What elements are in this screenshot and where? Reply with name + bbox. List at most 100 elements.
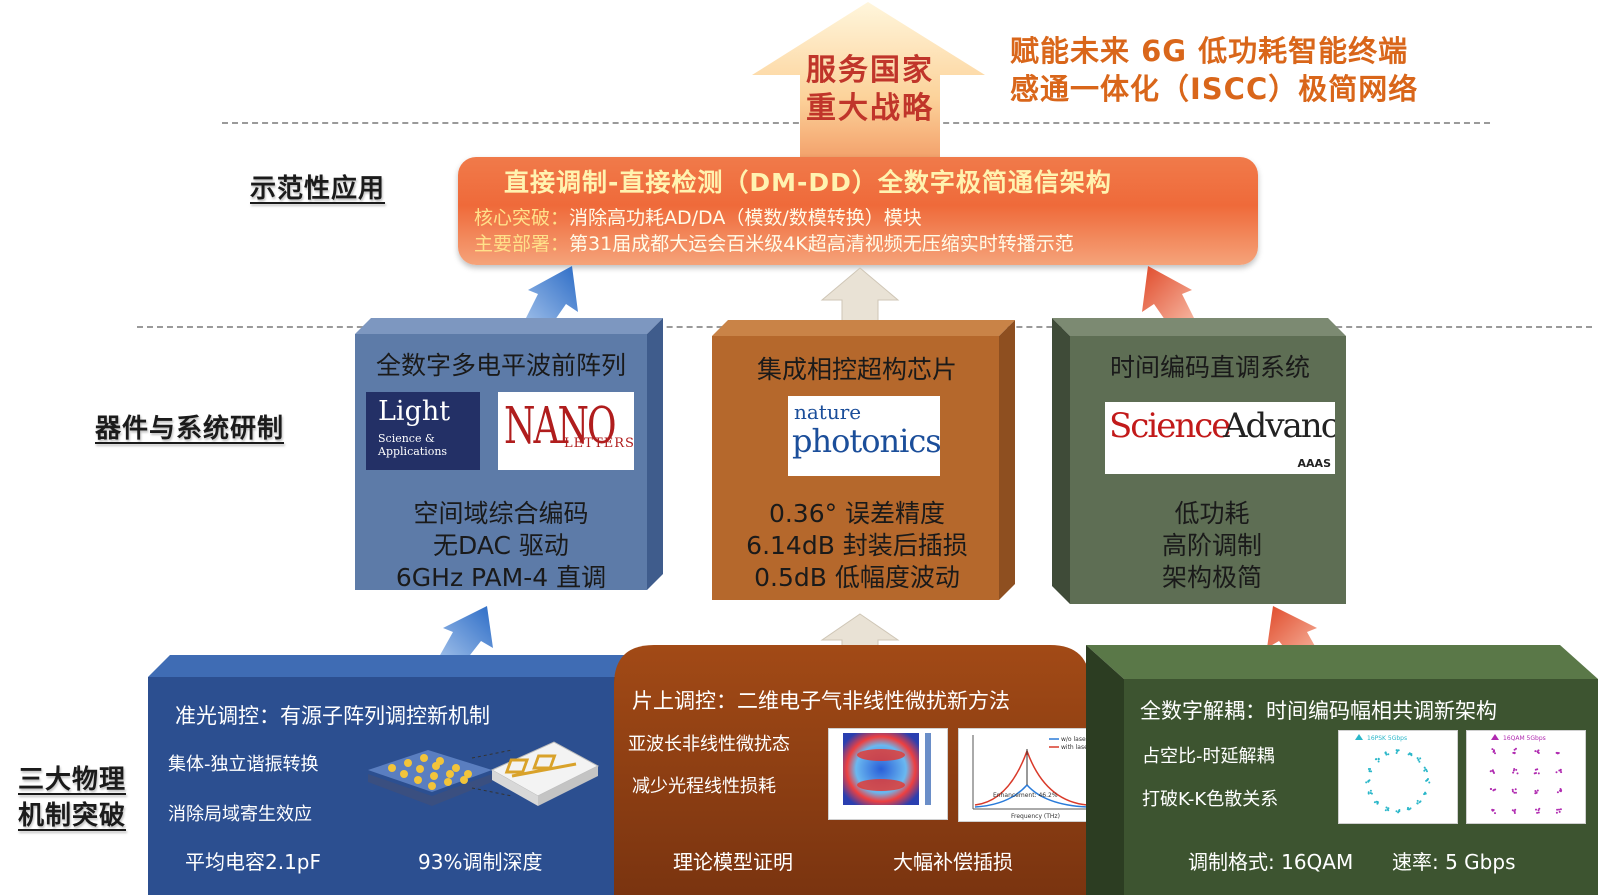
mechanism-1-title: 准光调控：有源子阵列调控新机制 [175, 700, 490, 730]
layer-label-physics-line-1: 三大物理 [18, 762, 126, 798]
constellation-point [1535, 769, 1537, 771]
constellation-point [1494, 812, 1496, 814]
device-3-title: 时间编码直调系统 [1076, 348, 1344, 384]
device-1-features: 空间域综合编码 无DAC 驱动 6GHz PAM-4 直调 [362, 498, 640, 594]
constellation-point [1417, 757, 1419, 759]
device-3-feature-1: 低功耗 [1078, 498, 1346, 530]
constellation-point [1534, 792, 1536, 794]
deploy-key: 主要部署： [474, 233, 569, 255]
constellation-point [1385, 809, 1387, 811]
constellation-point [1560, 771, 1562, 773]
constellation-16qam: 16QAM 5Gbps [1466, 730, 1586, 824]
mechanism-2-bottom-2: 大幅补偿插损 [893, 846, 1013, 875]
constellation-point [1418, 759, 1420, 761]
constellation-point [1490, 788, 1492, 790]
constellation-point [1557, 791, 1559, 793]
constellation-point [1424, 767, 1426, 769]
logo-science-text: Science [1109, 406, 1229, 446]
constellation-point [1536, 812, 1538, 814]
constellation-16psk-title: 16PSK 5Gbps [1367, 735, 1407, 742]
mechanism-1-item-2: 消除局域寄生效应 [168, 800, 312, 826]
constellation-point [1560, 808, 1562, 810]
constellation-point [1556, 809, 1558, 811]
constellation-point [1556, 771, 1558, 773]
layer-label-device: 器件与系统研制 [95, 408, 284, 445]
constellation-point [1538, 812, 1540, 814]
logo-light-sub1: Science & [378, 432, 435, 445]
device-1-feature-1: 空间域综合编码 [362, 498, 640, 530]
device-2-title: 集成相控超构芯片 [718, 350, 996, 386]
arrow-text-line-1: 服务国家 [775, 52, 965, 90]
constellation-point [1370, 792, 1372, 794]
application-title: 直接调制-直接检测（DM-DD）全数字极简通信架构 [504, 163, 1112, 199]
goal-line-2: 感通一体化（ISCC）极简网络 [1010, 70, 1418, 108]
constellation-16qam-svg: 16QAM 5Gbps [1467, 731, 1585, 823]
constellation-point [1538, 772, 1540, 774]
constellation-point [1417, 800, 1419, 802]
field-map-svg [829, 729, 947, 819]
device-1-feature-2: 无DAC 驱动 [362, 530, 640, 562]
layer-label-physics-line-2: 机制突破 [18, 798, 126, 834]
mechanism-1-bottom-1: 平均电容2.1pF [185, 846, 321, 875]
mechanism-3-bottom-2: 速率: 5 Gbps [1392, 846, 1516, 875]
device-3-features: 低功耗 高阶调制 架构极简 [1078, 498, 1346, 594]
constellation-point [1408, 808, 1410, 810]
layer-label-physics: 三大物理 机制突破 [18, 762, 126, 834]
constellation-point [1387, 753, 1389, 755]
constellation-point [1491, 748, 1493, 750]
logo-aaas-text: AAAS [1298, 457, 1331, 470]
plot-xlabel: Frequency (THz) [1011, 813, 1060, 820]
mechanism-2-item-2: 减少光程线性损耗 [632, 772, 776, 798]
constellation-point [1386, 807, 1388, 809]
mechanism-2-title: 片上调控：二维电子气非线性微扰新方法 [632, 685, 1010, 715]
constellation-point [1410, 807, 1412, 809]
logo-letters-text: LETTERS [564, 436, 634, 451]
constellation-point [1538, 809, 1540, 811]
logo-science-advances: Science Advances AAAS [1105, 402, 1335, 474]
plot-note: Enhancement: 46.2% [993, 792, 1058, 799]
constellation-16psk: 16PSK 5Gbps [1338, 730, 1458, 824]
mechanism-3-item-2: 打破K-K色散关系 [1142, 785, 1278, 811]
constellation-point [1517, 772, 1519, 774]
deploy-value: 第31届成都大运会百米级4K超高清视频无压缩实时转播示范 [569, 233, 1074, 255]
logo-nature-text: nature [794, 400, 861, 424]
constellation-point [1374, 801, 1376, 803]
constellation-point [1535, 772, 1537, 774]
constellation-point [1514, 810, 1516, 812]
constellation-point [1410, 754, 1412, 756]
constellation-16psk-svg: 16PSK 5Gbps [1339, 731, 1457, 823]
mechanism-3-title: 全数字解耦：时间编码幅相共调新架构 [1140, 695, 1497, 725]
constellation-point [1491, 809, 1493, 811]
constellation-point [1515, 748, 1517, 750]
mechanism-1-item-1: 集体-独立谐振转换 [168, 750, 319, 776]
constellation-point [1423, 770, 1425, 772]
constellation-point [1556, 812, 1558, 814]
constellation-point [1559, 790, 1561, 792]
constellation-point [1515, 788, 1517, 790]
logo-nano-letters: NANO LETTERS [498, 392, 634, 470]
constellation-point [1534, 750, 1536, 752]
constellation-point [1370, 790, 1372, 792]
device-1-title: 全数字多电平波前阵列 [362, 346, 640, 382]
constellation-point [1375, 758, 1377, 760]
application-deploy: 主要部署：第31届成都大运会百米级4K超高清视频无压缩实时转播示范 [474, 229, 1074, 256]
constellation-point [1492, 771, 1494, 773]
constellation-point [1494, 752, 1496, 754]
logo-light-text: Light [378, 396, 450, 427]
constellation-point [1558, 770, 1560, 772]
constellation-point [1512, 789, 1514, 791]
constellation-point [1512, 772, 1514, 774]
constellation-point [1418, 761, 1420, 763]
constellation-point [1428, 782, 1430, 784]
constellation-point [1378, 761, 1380, 763]
device-2-feature-1: 0.36° 误差精度 [718, 498, 996, 530]
logo-photonics-text: photonics [792, 422, 940, 460]
arrow-text-line-2: 重大战略 [775, 90, 965, 128]
constellation-point [1493, 789, 1495, 791]
constellation-point [1377, 801, 1379, 803]
mechanism-2-item-1: 亚波长非线性微扰态 [628, 730, 790, 756]
constellation-point [1387, 807, 1389, 809]
device-2-features: 0.36° 误差精度 6.14dB 封装后插损 0.5dB 低幅度波动 [718, 498, 996, 594]
constellation-16qam-title: 16QAM 5Gbps [1503, 735, 1546, 742]
mechanism-1-bottom-2: 93%调制深度 [418, 846, 542, 875]
